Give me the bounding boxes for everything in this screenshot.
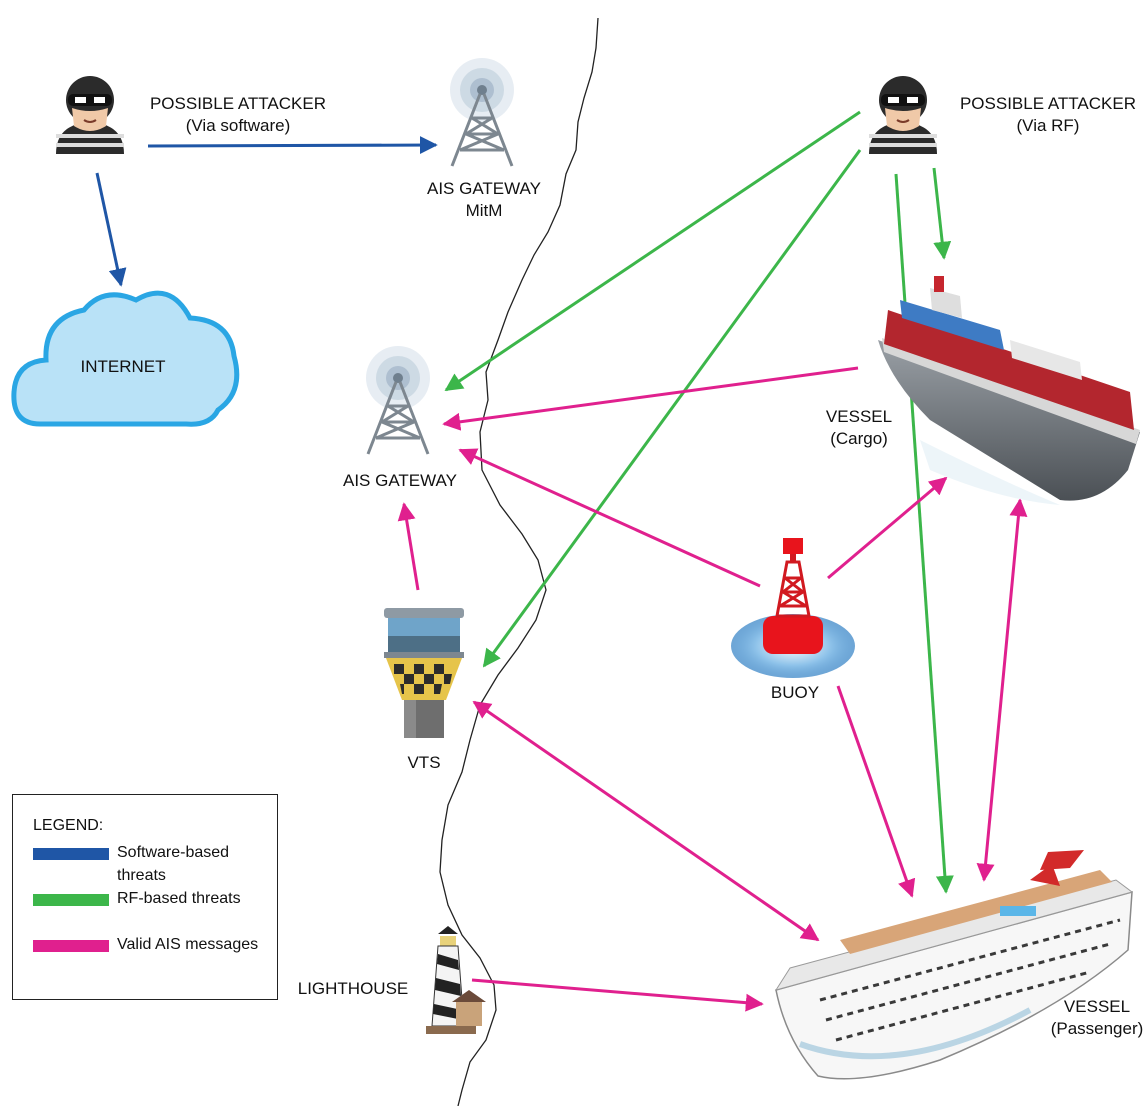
vessel-cargo-title: VESSEL (825, 407, 893, 426)
attacker-rf-icon (869, 76, 937, 154)
ais-gateway-mitm-tower-icon (450, 58, 514, 167)
cargo-vessel-icon (878, 276, 1140, 505)
valid-arrow-lighthouse-to-passenger (471, 978, 764, 1012)
internet-label: INTERNET (58, 356, 188, 378)
vts-label: VTS (384, 752, 464, 774)
ais-gateway-tower-icon (366, 346, 430, 455)
vessel-passenger-subtitle: (Passenger) (1050, 1019, 1144, 1038)
legend-swatch-valid (33, 940, 109, 952)
attacker-software-icon (56, 76, 124, 154)
valid-arrow-vts-to-gateway (397, 502, 420, 591)
rf-arrow-to-vts (482, 149, 862, 668)
internet-cloud-icon (11, 290, 240, 427)
valid-arrow-cargo-to-gateway (442, 366, 859, 431)
attacker-rf-label: POSSIBLE ATTACKER (Via RF) (950, 93, 1146, 137)
attacker-software-subtitle: (Via software) (185, 116, 291, 135)
passenger-vessel-icon (774, 850, 1134, 1080)
valid-arrow-buoy-to-cargo (827, 476, 948, 580)
legend-label-rf: RF-based threats (117, 890, 241, 907)
buoy-label: BUOY (750, 682, 840, 704)
legend-label-valid: Valid AIS messages (117, 936, 259, 953)
attacker-software-label: POSSIBLE ATTACKER (Via software) (140, 93, 336, 137)
valid-arrow-buoy-to-gateway (458, 448, 761, 588)
legend-item-software: Software-based threats (33, 841, 273, 891)
valid-arrow-vts-passenger (472, 700, 820, 942)
lighthouse-label: LIGHTHOUSE (288, 978, 418, 1000)
lighthouse-icon (426, 926, 486, 1034)
rf-arrow-to-cargo (932, 167, 952, 260)
valid-arrow-cargo-passenger (976, 498, 1028, 882)
gateway-mitm-subtitle: MitM (465, 201, 503, 220)
vessel-cargo-subtitle: (Cargo) (830, 429, 888, 448)
software-arrow-to-internet (95, 172, 127, 287)
legend-item-valid: Valid AIS messages (33, 933, 273, 983)
internet-title: INTERNET (80, 357, 166, 376)
vts-title: VTS (407, 753, 441, 772)
valid-arrow-buoy-to-passenger (836, 685, 916, 898)
legend-swatch-software (33, 848, 109, 860)
vessel-passenger-title: VESSEL (1063, 997, 1131, 1016)
gateway-title: AIS GATEWAY (343, 471, 457, 490)
attacker-software-title: POSSIBLE ATTACKER (149, 94, 327, 113)
gateway-mitm-label: AIS GATEWAY MitM (404, 178, 564, 222)
legend-label-software: Software-based threats (117, 844, 230, 884)
buoy-title: BUOY (770, 683, 820, 702)
vts-tower-icon (384, 608, 464, 738)
gateway-label: AIS GATEWAY (320, 470, 480, 492)
legend: LEGEND: Software-based threats RF-based … (12, 794, 278, 1000)
gateway-mitm-title: AIS GATEWAY (427, 179, 541, 198)
attacker-rf-subtitle: (Via RF) (1016, 116, 1080, 135)
rf-arrow-to-passenger (894, 173, 954, 894)
software-arrow-to-gateway-mitm (147, 136, 438, 155)
lighthouse-title: LIGHTHOUSE (297, 979, 409, 998)
legend-swatch-rf (33, 894, 109, 906)
coastline (439, 17, 599, 1106)
vessel-passenger-label: VESSEL (Passenger) (1048, 996, 1146, 1040)
attacker-rf-title: POSSIBLE ATTACKER (959, 94, 1137, 113)
rf-arrow-to-gateway (444, 110, 861, 392)
legend-item-rf: RF-based threats (33, 887, 273, 937)
buoy-icon (731, 538, 855, 678)
vessel-cargo-label: VESSEL (Cargo) (800, 406, 918, 450)
legend-title: LEGEND: (33, 817, 104, 834)
